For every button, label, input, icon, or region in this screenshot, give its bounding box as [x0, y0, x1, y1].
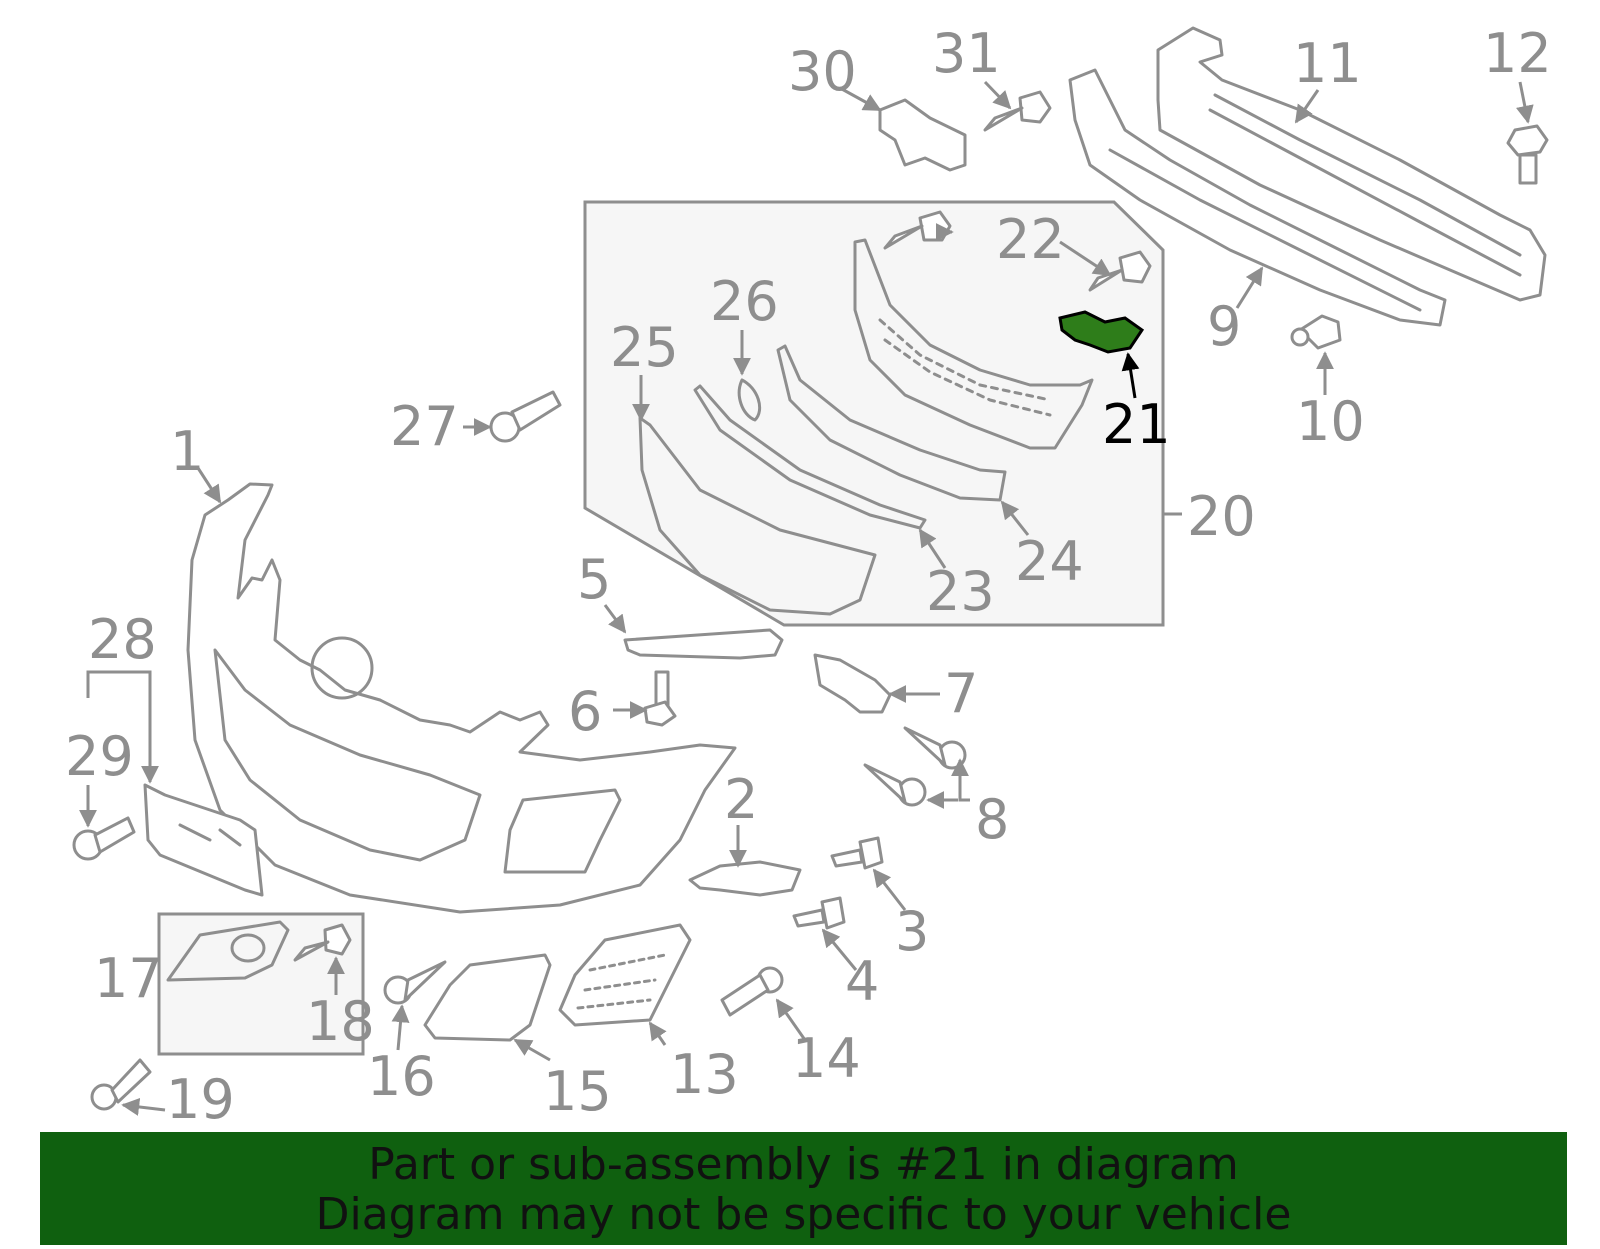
callout-13: 13: [670, 1043, 739, 1106]
bracket-30: [878, 98, 967, 172]
screw-8a: [903, 726, 967, 770]
bolt-18: [293, 923, 352, 962]
callout-7: 7: [944, 662, 978, 725]
callout-15: 15: [543, 1060, 612, 1123]
callout-2: 2: [724, 768, 758, 831]
callout-21-highlighted: 21: [1102, 393, 1171, 456]
bumper-cover-1: [186, 482, 737, 914]
callout-9: 9: [1207, 295, 1241, 358]
screw-8b: [863, 763, 927, 807]
callout-28: 28: [88, 608, 157, 671]
callout-10: 10: [1296, 390, 1365, 453]
callout-11: 11: [1293, 32, 1362, 95]
callout-26: 26: [710, 270, 779, 333]
callout-19: 19: [166, 1068, 235, 1131]
info-banner: Part or sub-assembly is #21 in diagram D…: [40, 1132, 1567, 1245]
callout-17: 17: [94, 947, 163, 1010]
banner-line-2: Diagram may not be specific to your vehi…: [315, 1189, 1292, 1240]
bracket-7: [813, 653, 892, 714]
absorber-9: [1068, 68, 1447, 327]
fog-grille-13: [558, 923, 692, 1027]
callout-12: 12: [1483, 22, 1552, 85]
bolt-12: [1506, 124, 1549, 185]
emblem-26: [737, 378, 761, 422]
reinforcement-beam-11: [1156, 26, 1547, 302]
grille-upper: [853, 238, 1094, 450]
bracket-5: [623, 628, 784, 660]
callout-22: 22: [996, 208, 1065, 271]
clip-4: [792, 896, 846, 930]
banner-line-1: Part or sub-assembly is #21 in diagram: [368, 1139, 1239, 1190]
callout-1: 1: [170, 420, 204, 483]
clip-27: [489, 390, 562, 443]
screw-16: [383, 960, 447, 1005]
callout-27: 27: [390, 395, 459, 458]
bracket-2: [688, 860, 802, 897]
callout-4: 4: [845, 950, 879, 1013]
callout-24: 24: [1015, 530, 1084, 593]
clip-3: [830, 836, 884, 870]
bolt-14: [720, 966, 784, 1017]
screw-22b: [1088, 250, 1152, 292]
leader-lines: [79, 80, 1534, 1116]
callout-20: 20: [1187, 485, 1256, 548]
callout-18: 18: [306, 990, 375, 1053]
bolt-29: [72, 816, 136, 861]
callout-3: 3: [895, 900, 929, 963]
clip-10: [1290, 314, 1342, 350]
license-bracket-28: [143, 783, 264, 897]
bezel-15: [423, 953, 552, 1042]
callout-30: 30: [788, 40, 857, 103]
screw-31: [983, 90, 1052, 132]
callout-5: 5: [577, 548, 611, 611]
molding-23: [693, 384, 927, 530]
molding-24: [776, 344, 1007, 502]
callout-14: 14: [792, 1027, 861, 1090]
bolt-6: [643, 670, 677, 727]
callout-31: 31: [932, 22, 1001, 85]
bracket-21-highlighted: [1058, 310, 1145, 354]
callout-25: 25: [610, 316, 679, 379]
fog-bezel-17: [166, 920, 290, 982]
callout-8: 8: [975, 788, 1009, 851]
bolt-19: [90, 1058, 152, 1111]
callout-6: 6: [568, 680, 602, 743]
grille-25: [638, 416, 877, 616]
callout-23: 23: [926, 560, 995, 623]
callout-29: 29: [65, 725, 134, 788]
callout-16: 16: [367, 1045, 436, 1108]
